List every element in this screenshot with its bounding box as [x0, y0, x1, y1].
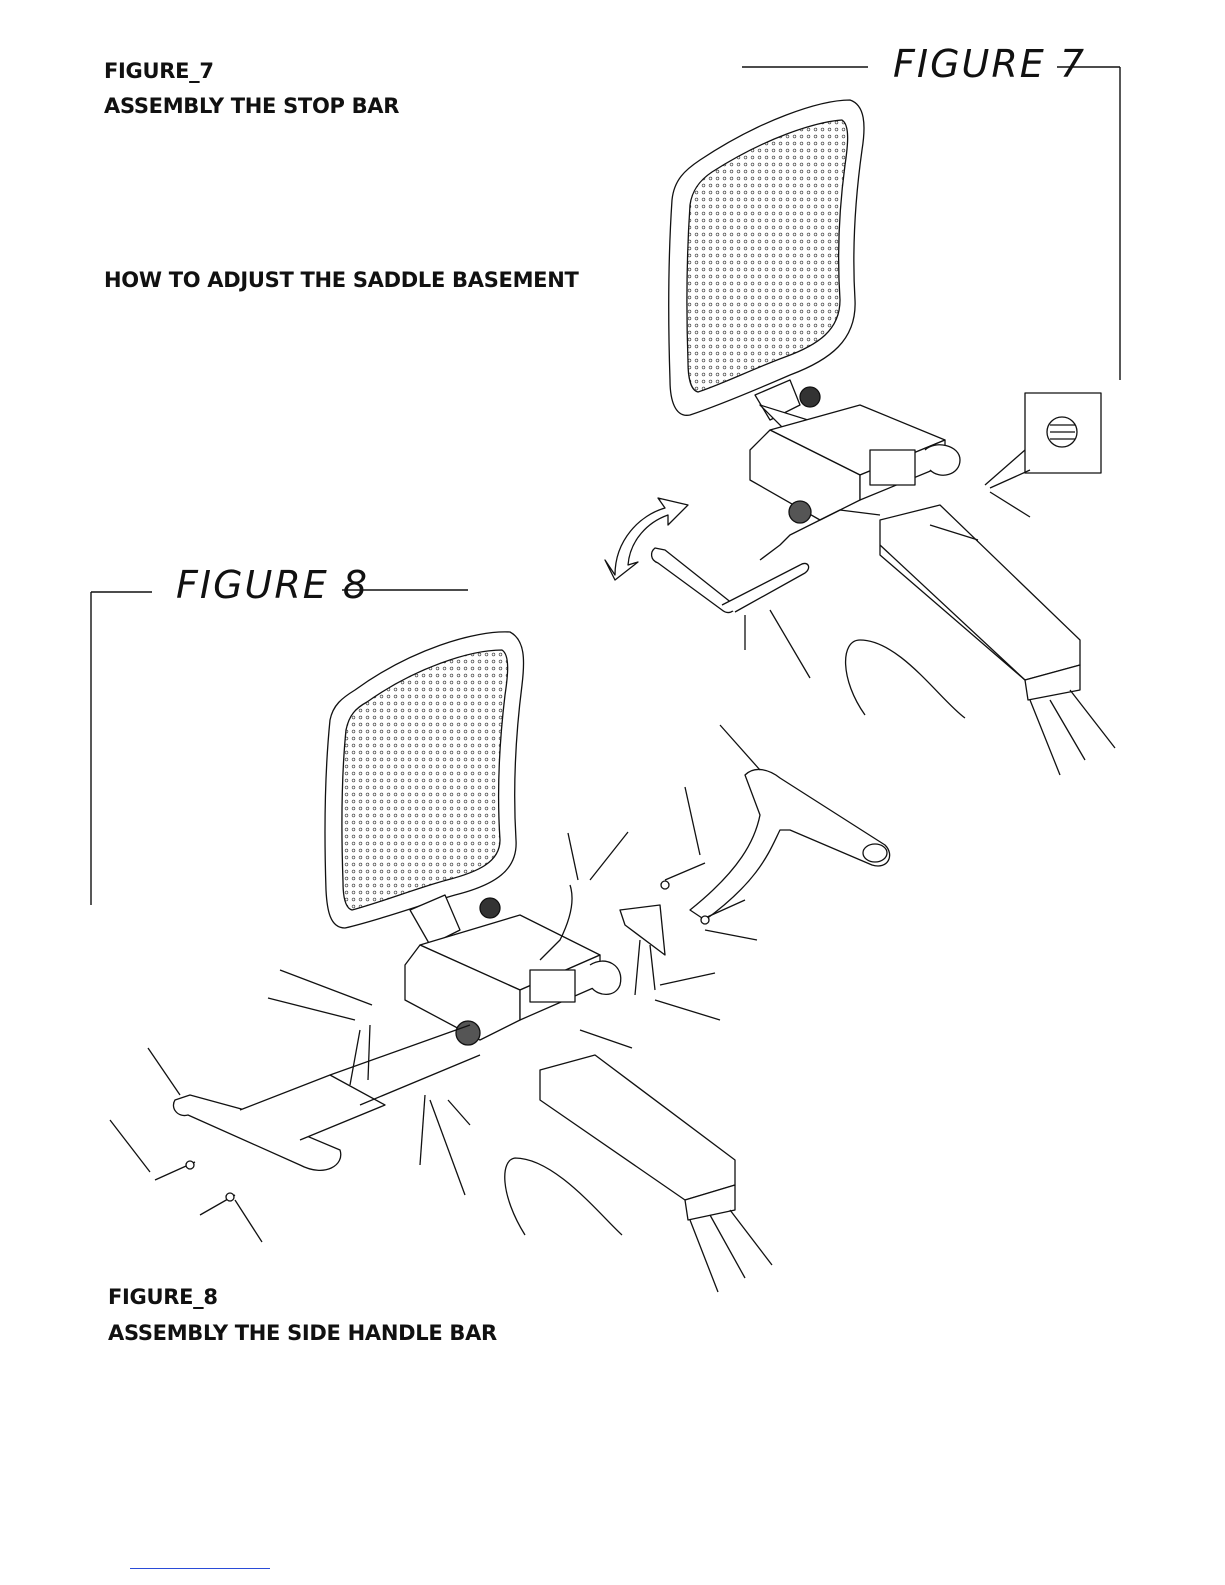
footer-link-underline — [130, 1568, 270, 1569]
figure7-drawing — [605, 100, 1115, 775]
floor-curve-fig8 — [505, 1158, 622, 1235]
right-handlebar-fig8 — [620, 769, 890, 995]
figure8-drawing — [110, 632, 890, 1292]
seat-back-fig7 — [669, 100, 864, 415]
inset-detail-fig7 — [985, 393, 1101, 488]
main-beam-fig7 — [880, 505, 1080, 700]
seat-back-fig8 — [325, 632, 524, 928]
saddle-base-fig8 — [405, 895, 621, 1045]
floor-curve-fig7 — [846, 640, 965, 718]
stop-bar-fig7 — [652, 510, 880, 613]
main-beam-fig8 — [540, 1055, 735, 1220]
left-handlebar-fig8 — [155, 1025, 480, 1215]
